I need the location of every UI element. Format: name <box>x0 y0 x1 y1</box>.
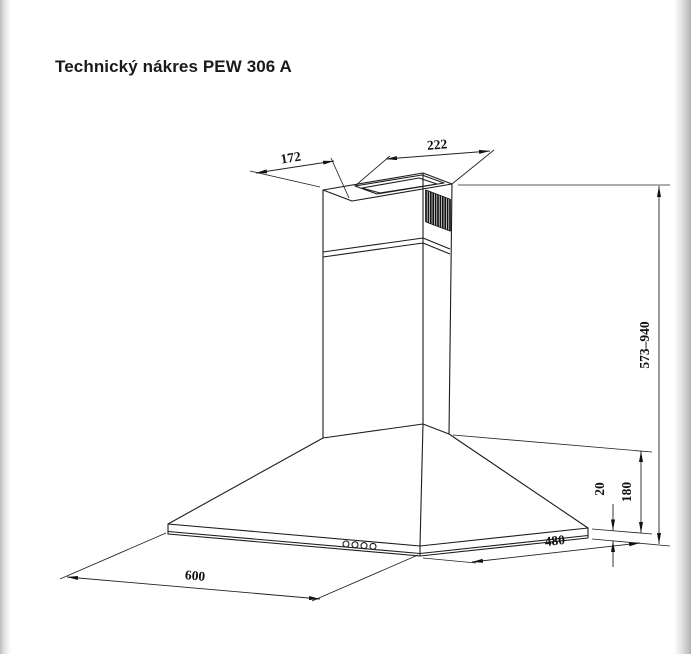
range-hood-outline <box>167 172 589 557</box>
dimension-line-side-depth <box>471 542 641 563</box>
dimension-top-width: 222 <box>385 136 491 161</box>
dimension-label-front-width: 600 <box>184 567 206 584</box>
control-button-2 <box>351 541 359 549</box>
dimension-base-thickness: 20 <box>592 482 615 567</box>
dimension-top-depth: 172 <box>255 149 335 174</box>
dimension-label-side-depth: 480 <box>544 532 566 549</box>
dimension-line-top-width <box>385 149 491 161</box>
dimension-label-hood-height: 180 <box>619 482 634 503</box>
vent-grille-bars <box>425 190 451 232</box>
dimension-line-front-width <box>66 575 321 601</box>
dimension-total-height: 573–940 <box>637 186 661 544</box>
dimension-front-width: 600 <box>66 567 321 601</box>
dimension-label-top-depth: 172 <box>279 149 302 167</box>
control-buttons <box>342 540 377 550</box>
dimension-hood-height: 180 <box>619 451 643 533</box>
dimension-label-top-width: 222 <box>426 136 448 153</box>
dimension-side-depth: 480 <box>471 532 641 563</box>
page-title: Technický nákres PEW 306 A <box>55 57 292 76</box>
dimension-label-total-height: 573–940 <box>637 321 652 369</box>
dimension-extension-lines <box>59 149 671 602</box>
control-button-3 <box>360 542 368 550</box>
control-button-4 <box>369 542 377 550</box>
dimension-label-base-thickness: 20 <box>592 482 607 496</box>
vent-grille <box>425 189 451 232</box>
dimension-line-top-depth <box>255 160 335 174</box>
hood-body-lines <box>167 172 589 557</box>
control-button-1 <box>342 540 350 548</box>
